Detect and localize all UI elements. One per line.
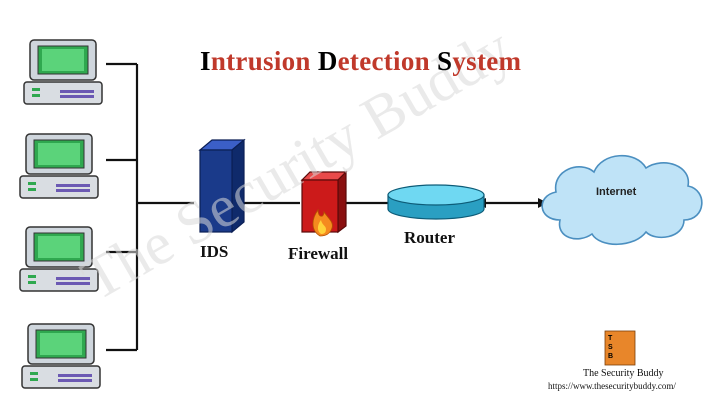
computer-icon bbox=[21, 323, 101, 389]
brand-url: https://www.thesecuritybuddy.com/ bbox=[548, 381, 676, 391]
firewall-label: Firewall bbox=[288, 244, 349, 263]
brand-logo-letter: T bbox=[608, 335, 613, 342]
router-icon bbox=[387, 184, 485, 220]
brand-logo-letter: B bbox=[608, 353, 614, 360]
computer-icon bbox=[19, 226, 99, 292]
title-initial: I bbox=[200, 46, 211, 76]
ids-server-icon bbox=[198, 138, 246, 234]
internet-cloud-icon bbox=[541, 154, 703, 245]
title-word: ystem bbox=[452, 46, 522, 76]
brand-logo-letters: T S B bbox=[608, 334, 613, 361]
computer-icon bbox=[19, 133, 99, 199]
router-label: Router bbox=[404, 228, 455, 247]
title-initial: S bbox=[437, 46, 453, 76]
brand-name: The Security Buddy bbox=[583, 368, 664, 379]
title-word: ntrusion bbox=[210, 46, 311, 76]
title-word: etection bbox=[337, 46, 430, 76]
brand-logo-icon bbox=[604, 330, 636, 366]
network-links bbox=[106, 62, 540, 352]
flame-icon bbox=[312, 208, 333, 237]
ids-label: IDS bbox=[200, 242, 229, 261]
firewall-icon bbox=[300, 170, 348, 237]
brand-logo-letter: S bbox=[608, 344, 613, 351]
internet-label: Internet bbox=[596, 186, 637, 198]
diagram-title: Intrusion Detection System bbox=[200, 46, 521, 77]
computer-icon bbox=[23, 39, 103, 105]
title-initial: D bbox=[317, 46, 338, 76]
